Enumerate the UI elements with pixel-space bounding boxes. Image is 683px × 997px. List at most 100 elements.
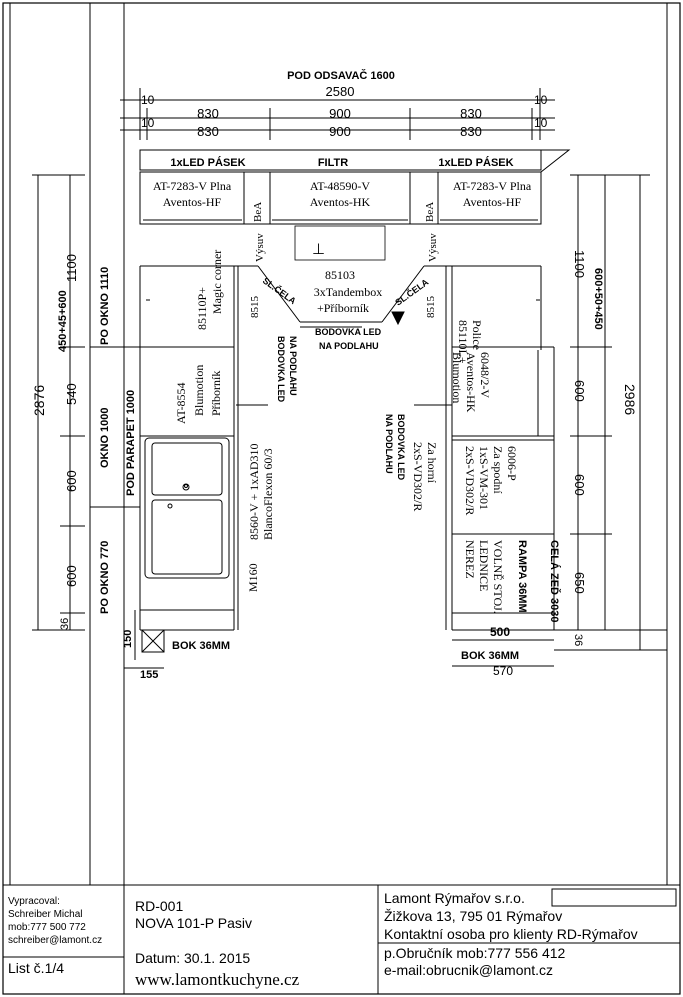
sheet-number: List č.1/4 — [8, 960, 65, 976]
sink — [144, 437, 230, 579]
cabinet-mechanism: Aventos-HK — [310, 195, 371, 209]
dim-570: 570 — [493, 664, 513, 678]
dim-width-total: 2580 — [326, 84, 355, 99]
dim-600: 600 — [572, 474, 587, 496]
cabinet-code: AT-48590-V — [310, 179, 371, 193]
fridge-label: VOLNĚ STOJ. — [491, 540, 505, 614]
dim-chains-top — [120, 88, 555, 140]
cabinet-code: 2xS-VD302/R — [411, 442, 425, 511]
dim-600: 600 — [572, 380, 587, 402]
cabinet-code: 2xS-VD302/R — [463, 446, 477, 515]
corner-cabinet-cutlery: +Příborník — [317, 301, 369, 315]
dim-chains-bottom — [124, 610, 554, 669]
cabinet-code: 8515 — [425, 296, 437, 319]
cabinet-mechanism: Aventos-HF — [463, 195, 522, 209]
dim-600: 600 — [64, 470, 79, 492]
base-cabinets — [139, 265, 555, 631]
ramp-label: RAMPA 36MM — [516, 540, 528, 613]
led-floor-label: BODOVKA LED — [315, 327, 382, 337]
sink-cabinet-code: 8560-V + 1xAD310 — [247, 443, 261, 540]
side-panel-label: BOK 36MM — [172, 640, 230, 652]
cabinet-code: 85110L+ — [456, 320, 470, 364]
cabinet-fitting: Magic corner — [210, 250, 224, 314]
dim-500: 500 — [490, 625, 510, 639]
side-panel-label: BOK 36MM — [461, 650, 519, 662]
cabinet-mechanism: Aventos-HK — [464, 352, 478, 413]
dim-900: 900 — [329, 124, 351, 139]
company-name: Lamont Rýmařov s.r.o. — [384, 890, 525, 906]
cabinet-mechanism: Aventos-HF — [163, 195, 222, 209]
behind-upper-label: Za horní — [425, 442, 439, 484]
bea-label: BeA — [424, 202, 436, 222]
dim-830: 830 — [197, 106, 219, 121]
dim-chains-left — [32, 174, 85, 631]
dim-36: 36 — [572, 634, 584, 646]
contact-phone: p.Obručník mob:777 556 412 — [384, 945, 566, 961]
full-wall-label: CELÁ ZEĎ 3030 — [548, 540, 561, 623]
pullout-label: Výsuv — [427, 233, 439, 262]
dim-10: 10 — [141, 93, 155, 107]
contact-email: e-mail:obrucnik@lamont.cz — [384, 962, 554, 978]
cabinet-code: 6048/2-V — [478, 352, 492, 398]
corner-cabinet-drawers: 3xTandembox — [314, 285, 382, 299]
author-caption: Vypracoval: — [8, 896, 60, 907]
website: www.lamontkuchyne.cz — [135, 970, 300, 989]
cabinet-code: 8515 — [249, 296, 261, 319]
cabinet-fitting: Police — [470, 320, 484, 350]
cabinet-fitting: Blumotion — [450, 352, 464, 403]
led-floor-label: BODOVKA LED — [276, 336, 286, 403]
cabinet-code: AT-8554 — [174, 382, 188, 424]
sill-label: POD PARAPET 1000 — [125, 390, 137, 496]
author-phone: mob:777 500 772 — [8, 922, 86, 933]
cabinet-fitting: Blumotion — [192, 365, 206, 416]
sliding-fronts-label: SL.ČELA — [261, 275, 299, 307]
dim-height-left: 450+45+600 — [57, 290, 69, 352]
cabinet-fitting: Příborník — [209, 371, 223, 416]
dim-2986: 2986 — [622, 384, 638, 415]
dim-10: 10 — [141, 116, 155, 130]
dim-155: 155 — [140, 669, 158, 681]
contact-person-caption: Kontaktní osoba pro klienty RD-Rýmařov — [384, 926, 638, 942]
fridge-label: NEREZ — [463, 540, 477, 579]
title-block-grid — [3, 885, 680, 994]
dim-150: 150 — [122, 630, 134, 648]
sink-model: BlancoFlexon 60/3 — [261, 448, 275, 540]
dim-900: 900 — [329, 106, 351, 121]
dim-chains-right — [570, 174, 650, 651]
led-floor-label: NA PODLAHU — [384, 414, 394, 474]
company-address: Žižkova 13, 795 01 Rýmařov — [384, 908, 563, 924]
cabinet-code: AT-7283-V Plna — [153, 179, 232, 193]
fridge-label: LEDNICE — [477, 540, 491, 591]
cabinet-code: 6006-P — [505, 446, 519, 481]
author-email: schreiber@lamont.cz — [8, 935, 103, 946]
project-date: Datum: 30.1. 2015 — [135, 950, 251, 966]
tap-symbol: ⊥ — [312, 241, 325, 258]
project-code: RD-001 — [135, 898, 184, 914]
window-label: OKNO 1000 — [99, 407, 111, 468]
dim-36: 36 — [59, 618, 71, 630]
led-strip-label: 1xLED PÁSEK — [438, 156, 513, 169]
window-label: PO OKNO 770 — [99, 541, 111, 614]
cabinet-code: M160 — [246, 563, 260, 592]
dim-540: 540 — [64, 383, 79, 405]
filter-label: FILTR — [318, 157, 348, 169]
dim-830: 830 — [460, 124, 482, 139]
led-floor-label: NA PODLAHU — [319, 341, 379, 351]
corner-box — [141, 629, 165, 653]
window-label: PO OKNO 1110 — [99, 267, 111, 345]
cabinet-code: 1xS-VM-301 — [477, 446, 491, 510]
led-strip-label: 1xLED PÁSEK — [170, 156, 245, 169]
led-floor-label: BODOVKA LED — [396, 414, 406, 481]
dim-830: 830 — [197, 124, 219, 139]
dim-1100: 1100 — [64, 254, 79, 282]
cabinet-code: 85110P+ — [195, 287, 209, 330]
dim-10: 10 — [534, 116, 548, 130]
led-floor-label: NA PODLAHU — [288, 336, 298, 396]
author-name: Schreiber Michal — [8, 909, 83, 920]
dim-830: 830 — [460, 106, 482, 121]
led-arrows — [236, 311, 452, 406]
behind-lower-label: Za spodní — [491, 446, 505, 494]
dim-10: 10 — [534, 93, 548, 107]
dim-650: 650 — [572, 572, 587, 594]
